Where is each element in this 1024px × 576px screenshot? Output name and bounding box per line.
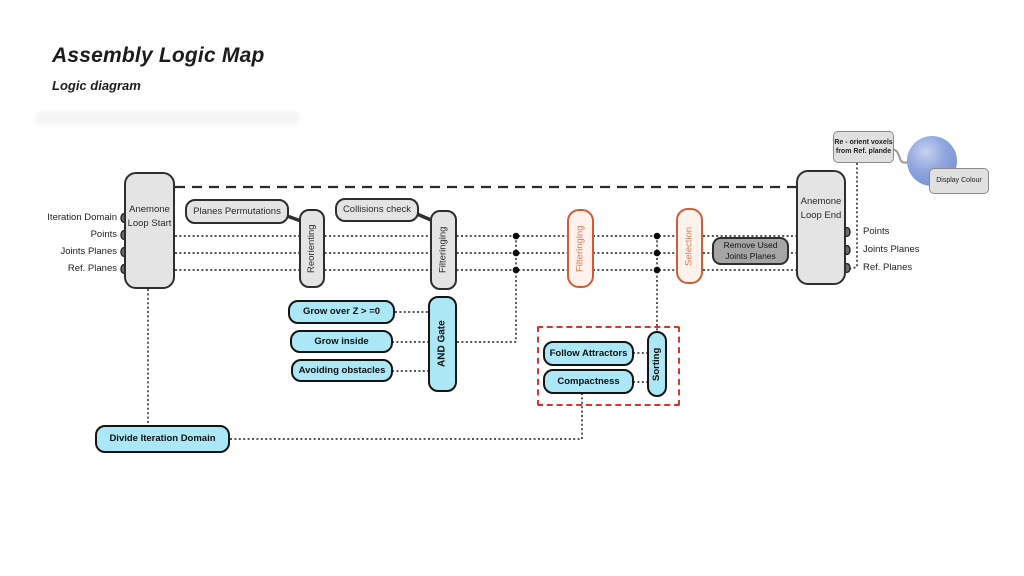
node-filtering-2: Filteringing — [567, 209, 594, 288]
node-collisions-check: Collisions check — [335, 198, 419, 222]
output-label-ref-planes: Ref. Planes — [863, 262, 913, 273]
node-selection: Selection — [676, 208, 703, 284]
node-follow-attractors: Follow Attractors — [543, 341, 634, 366]
node-grow-over-z: Grow over Z > =0 — [288, 300, 395, 324]
node-reorienting: Reorienting — [299, 209, 325, 288]
stub-collisions-to-filtering — [415, 212, 433, 222]
node-grow-inside: Grow inside — [290, 330, 393, 353]
node-display-colour: Display Colour — [929, 168, 989, 194]
stub-permutations-to-reorienting — [285, 214, 303, 223]
solid-stubs — [285, 212, 433, 223]
page-title: Assembly Logic Map — [52, 44, 265, 67]
node-divide-iteration-domain: Divide Iteration Domain — [95, 425, 230, 453]
output-label-points: Points — [863, 226, 890, 237]
node-sorting: Sorting — [647, 331, 667, 397]
wire-reorient-to-refplanes — [848, 163, 858, 270]
output-label-joints-planes: Joints Planes — [863, 244, 920, 255]
node-anemone-loop-start: Anemone Loop Start — [124, 172, 175, 289]
node-planes-permutations: Planes Permutations — [185, 199, 289, 224]
node-reorient-voxels: Re - orient voxels from Ref. plande — [833, 131, 894, 163]
node-compactness: Compactness — [543, 369, 634, 394]
input-label-joints-planes: Joints Planes — [60, 246, 117, 257]
node-remove-used-joints-planes: Remove Used Joints Planes — [712, 237, 789, 265]
wire-reorient-to-sphere — [891, 148, 909, 164]
node-avoiding-obstacles: Avoiding obstacles — [291, 359, 393, 382]
page-subtitle: Logic diagram — [52, 78, 141, 93]
input-label-iteration-domain: Iteration Domain — [47, 212, 117, 223]
wire-divide-to-compactness — [230, 394, 583, 440]
node-and-gate: AND Gate — [428, 296, 457, 392]
input-label-ref-planes: Ref. Planes — [67, 263, 117, 274]
input-label-points: Points — [90, 229, 117, 240]
junction-dots — [512, 232, 661, 274]
node-anemone-loop-end: Anemone Loop End — [796, 170, 846, 285]
dotted-wires — [147, 163, 858, 440]
sorting-group-red-dashed-box — [537, 326, 680, 406]
node-filtering-1: Filteringing — [430, 210, 457, 290]
